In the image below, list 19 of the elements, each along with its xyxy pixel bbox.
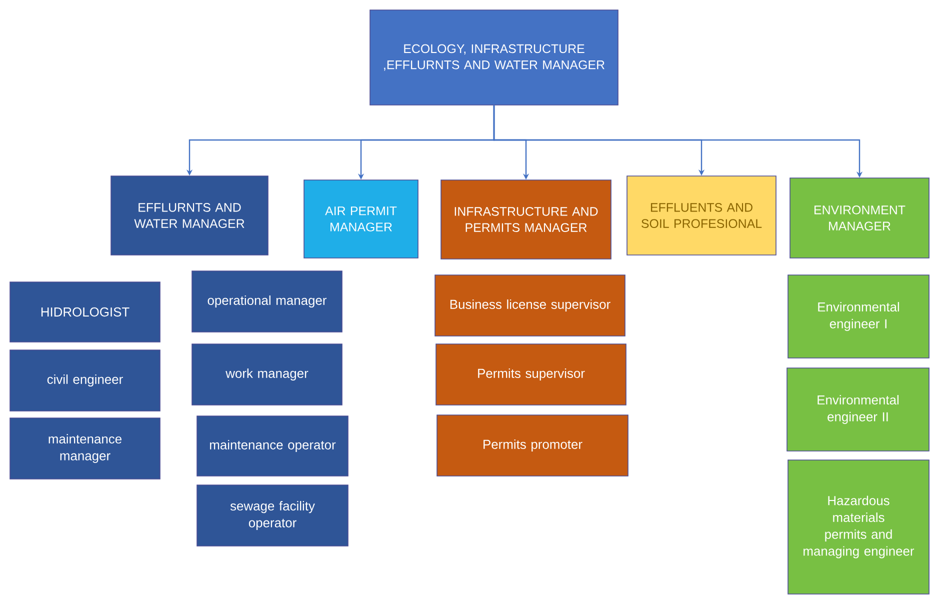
- role-box: Permits supervisor: [436, 344, 626, 406]
- role-box: ENVIRONMENT MANAGER: [790, 178, 930, 258]
- role-box: EFFLUENTS AND SOIL PROFESIONAL: [626, 176, 776, 256]
- role-box: Hazardous materials permits and managing engineer: [788, 460, 930, 594]
- role-box: HIDROLOGIST: [10, 282, 160, 342]
- role-box: Environmental engineer I: [788, 274, 930, 358]
- role-box: ECOLOGY, INFRASTRUCTURE ,EFFLURNTS AND WATER MANAGER: [370, 10, 618, 106]
- role-box: Environmental engineer II: [786, 368, 930, 452]
- role-box: Business license supervisor: [434, 274, 626, 336]
- role-box: operational manager: [192, 270, 342, 332]
- role-box: maintenance manager: [10, 418, 160, 480]
- role-box: work manager: [192, 344, 342, 406]
- role-box: sewage facility operator: [196, 484, 348, 546]
- role-box: EFFLURNTS AND WATER MANAGER: [110, 176, 268, 256]
- role-box: AIR PERMIT MANAGER: [304, 180, 418, 258]
- role-box: civil engineer: [10, 350, 160, 412]
- role-box: Permits promoter: [436, 414, 628, 476]
- role-box: maintenance operator: [196, 416, 348, 476]
- role-box: INFRASTRUCTURE AND PERMITS MANAGER: [440, 180, 612, 260]
